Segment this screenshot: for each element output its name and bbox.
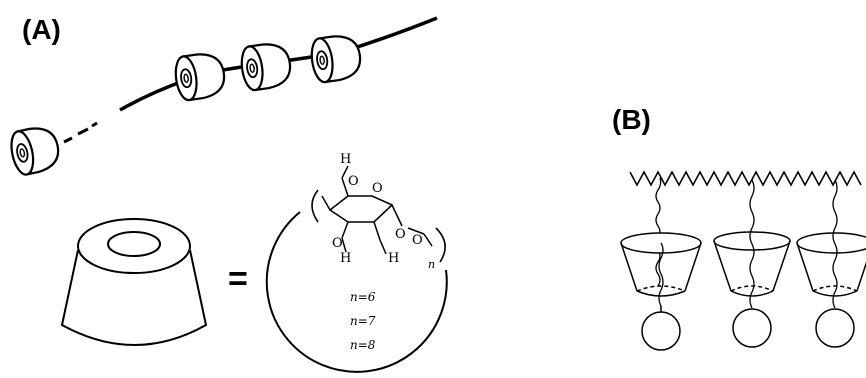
atom-o-ring: O [372, 181, 383, 196]
atom-o-link: O [412, 233, 423, 248]
pendant-unit [713, 179, 791, 348]
pendant-units [620, 177, 866, 351]
cyclodextrin-ring [310, 35, 362, 84]
guest-ball [815, 308, 855, 348]
pendant-unit [620, 177, 702, 351]
atom-o-top: O [348, 174, 359, 189]
atom-o-right: O [395, 227, 406, 242]
chain-dash [77, 127, 89, 136]
subscript-n: n [428, 258, 435, 271]
glucose-atoms: H O O O H O H O n [332, 152, 435, 271]
cyclodextrin-ring [10, 127, 60, 176]
tether-linker [658, 242, 664, 307]
guest-ball [732, 308, 772, 348]
chain-dash [63, 136, 73, 144]
cone-bottom [636, 290, 686, 297]
ring-size-7: n=7 [350, 314, 376, 328]
cone-side [856, 261, 866, 292]
ring-size-8: n=8 [350, 338, 376, 352]
cone-side [620, 242, 702, 292]
polymer-chain [344, 16, 438, 53]
equals-sign: = [228, 260, 248, 298]
cone-bottom [812, 290, 858, 297]
cyclodextrin-ring [174, 53, 226, 102]
tether-linker [655, 177, 662, 287]
glucose-structure [265, 165, 448, 373]
ring-size-6: n=6 [350, 290, 376, 304]
guest-ball [641, 311, 681, 351]
atom-h-top: H [340, 152, 351, 167]
ring-size-list: n=6 n=7 n=8 [350, 290, 376, 352]
panel-b-label: (B) [612, 104, 651, 135]
tether-linker [832, 179, 838, 309]
tether-linker [749, 179, 755, 309]
cone-side [713, 240, 791, 292]
polymer-backbone [629, 170, 862, 187]
cone-top [713, 231, 791, 251]
atom-h-left: H [340, 251, 351, 266]
cyclodextrin-ring [240, 43, 292, 92]
atom-h-right: H [388, 251, 399, 266]
panel-a-label: (A) [22, 14, 61, 45]
pendant-unit [796, 179, 866, 348]
chain-dash [91, 121, 98, 128]
cone-top [796, 232, 866, 254]
cone-bottom-back [636, 285, 686, 292]
cyclodextrin-cone [60, 218, 208, 346]
cone-bottom-back [812, 285, 858, 292]
polyrotaxane-illustration [10, 16, 438, 176]
cone-bottom [730, 290, 774, 297]
ring-circle [265, 211, 448, 373]
atom-o-left: O [332, 236, 343, 251]
cone-bottom-back [730, 285, 774, 292]
